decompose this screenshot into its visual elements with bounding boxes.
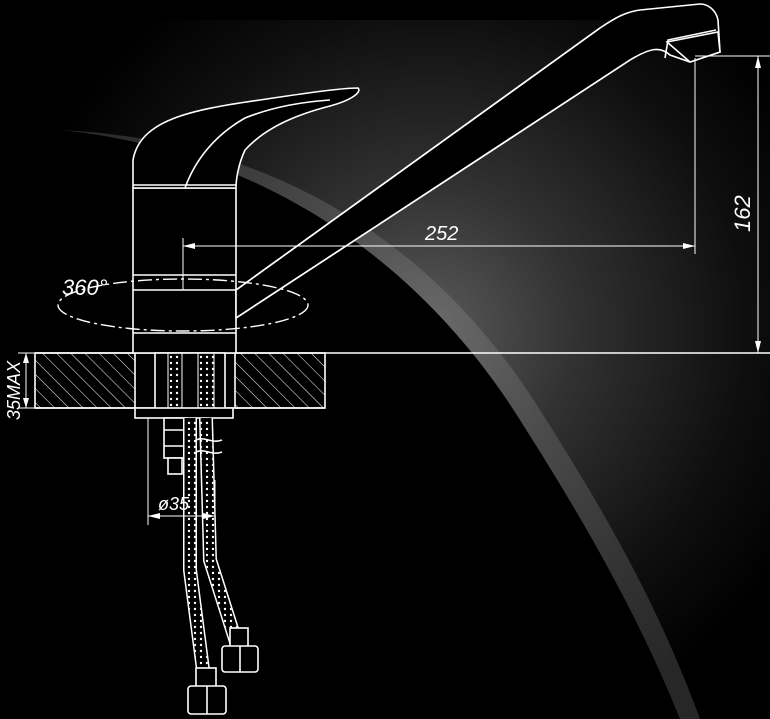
hole-diameter-dimension xyxy=(147,418,216,525)
spout-height-label: 162 xyxy=(730,195,755,232)
background-glow xyxy=(60,20,770,719)
background-glow-edge xyxy=(60,130,700,719)
mount-thickness-dimension xyxy=(18,352,35,409)
spout xyxy=(235,3,721,320)
rotation-label: 360° xyxy=(62,275,108,300)
mounting-shank xyxy=(134,352,234,419)
spout-height-dimension xyxy=(695,55,770,353)
supply-hoses xyxy=(183,417,245,686)
mount-thickness-label: 35MAX xyxy=(4,360,24,420)
lever-handle xyxy=(132,87,360,189)
mounting-stud xyxy=(163,417,187,475)
spout-reach-label: 252 xyxy=(424,223,458,245)
spout-reach-dimension xyxy=(182,58,696,290)
faucet-body xyxy=(132,187,237,354)
hole-diameter-label: ø35 xyxy=(158,494,190,514)
hose-nut-right xyxy=(221,627,259,673)
hose-nut-left xyxy=(187,667,227,715)
